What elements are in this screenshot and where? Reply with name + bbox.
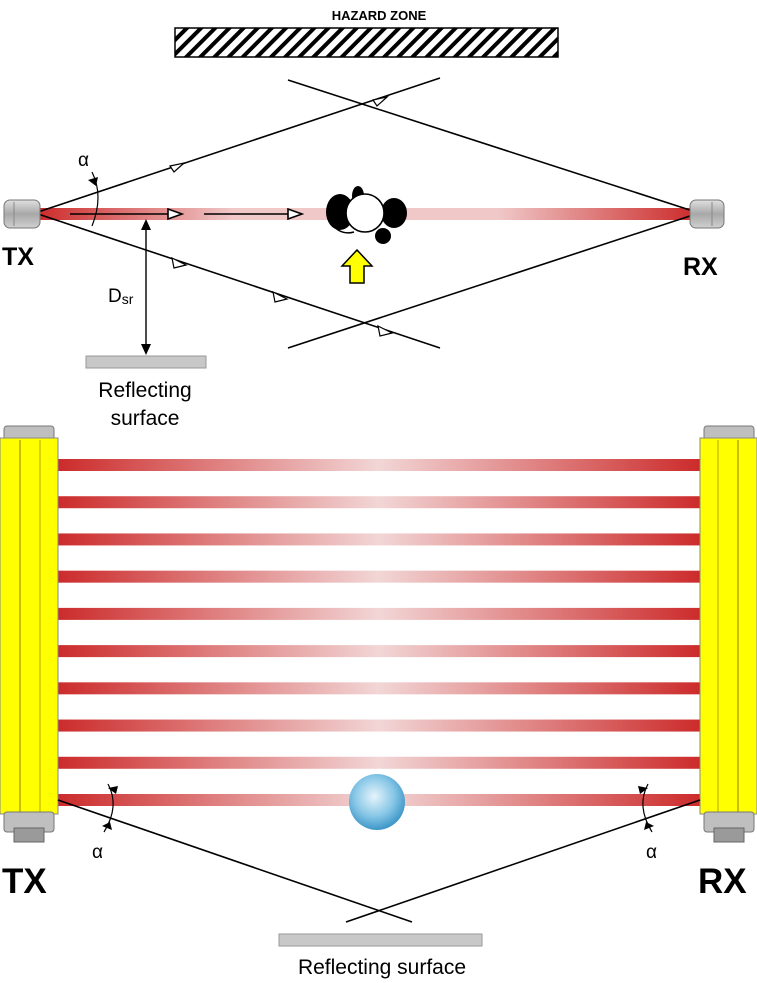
angle-arrowhead [88,177,98,186]
light-beam [56,682,702,695]
light-beam [56,756,702,769]
bottom-tx-label: TX [2,862,47,901]
bottom-rx-label: RX [698,862,747,901]
angle-symbol-left: α [92,842,103,863]
bottom-diagram: TX RX α α Reflecting surface [0,425,757,979]
light-beam [56,496,702,509]
light-beam [56,719,702,732]
bottom-tx-housing [0,425,59,843]
top-reflector-label-line2: surface [111,407,180,430]
light-beam [56,459,702,471]
top-reflector-label-line1: Reflecting [98,379,191,402]
person-topview-icon [326,186,407,244]
top-diagram: HAZARD ZONE α [2,8,725,430]
top-reflecting-surface [85,355,207,369]
top-rx-sensor [689,199,725,229]
light-beam [56,645,702,658]
light-beam [56,570,702,583]
angle-arc-top [91,171,99,227]
hazard-zone-label: HAZARD ZONE [332,8,427,23]
angle-right-arrowhead-top [638,786,648,794]
bottom-reflecting-surface [278,933,483,947]
top-tx-label: TX [2,243,34,271]
light-beam [56,533,702,546]
bottom-rx-housing [699,425,757,843]
dsr-subscript: sr [122,291,134,307]
bottom-reflector-label: Reflecting surface [298,956,466,979]
angle-symbol-top: α [78,150,89,171]
arrow-up-icon [340,248,374,284]
dsr-label: Dsr [108,286,134,307]
beam-array [56,459,702,806]
sphere-object-icon [349,774,405,830]
bottom-reflection-rays [57,799,701,923]
hazard-zone-hatch [174,27,559,58]
dsr-arrow-top [141,219,151,230]
dsr-arrow-bottom [141,344,151,355]
ray-arrowheads [169,95,394,337]
light-beam [56,607,702,620]
top-rx-label: RX [683,253,718,281]
top-tx-sensor [3,199,41,229]
angle-right-arrowhead-bottom [644,822,654,830]
angle-left-arrowhead-top [108,786,118,794]
angle-symbol-right: α [646,842,657,863]
angle-left-arrowhead-bottom [102,822,112,830]
beam-arrows [70,207,305,221]
